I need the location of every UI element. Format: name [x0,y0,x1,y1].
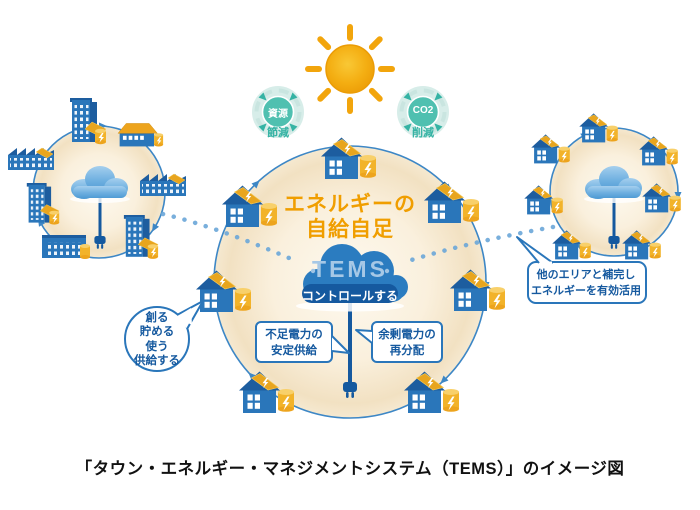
dotted-link-right [402,224,556,265]
resource-badge-sublabel: 節減 [267,127,289,139]
surplus-callout-text: 余剰電力の 再分配 [378,329,436,358]
surplus-callout-bubble [355,321,443,363]
co2-badge-sublabel: 削減 [412,127,434,139]
factory-icon [7,147,55,171]
tems-label: TEMS [312,256,388,282]
house-icon [578,112,619,143]
wide-building-icon [42,235,90,259]
tems-sublabel: コントロールする [301,289,398,303]
left-town-callout-text: 創る 貯める 使う 供給する [134,312,180,368]
central-heading: エネルギーの 自給自足 [250,193,450,243]
tems-cloud-icon [296,244,408,312]
right-town-callout-text: 他のエリアと補完し エネルギーを有効活用 [531,269,641,297]
central-heading-line2: 自給自足 [306,217,394,241]
shortage-callout-bubble [255,321,350,363]
left-town-circle [7,97,187,260]
house-icon [320,137,377,180]
central-heading-line1: エネルギーの [284,193,416,216]
co2-reduction-badge-icon [397,86,449,138]
orange-roof-house-icon [117,123,164,147]
shortage-callout-text: 不足電力の 安定供給 [265,329,323,358]
right-town-callout-bubble [516,236,647,304]
resource-reduction-badge-icon [252,86,304,138]
house-icon [530,134,571,164]
factory-icon [139,173,187,197]
tems-control-band [302,284,398,303]
office-building-icon [69,97,107,145]
right-town-circle [523,112,682,260]
left-town-callout-bubble [124,300,204,372]
dotted-link-left [160,211,299,264]
sun-icon [305,24,395,114]
figure-caption: 「タウン・エネルギー・マネジメントシステム（TEMS）」のイメージ図 [75,460,625,478]
co2-badge-label: CO2 [412,105,434,116]
resource-badge-label: 資源 [268,109,288,120]
